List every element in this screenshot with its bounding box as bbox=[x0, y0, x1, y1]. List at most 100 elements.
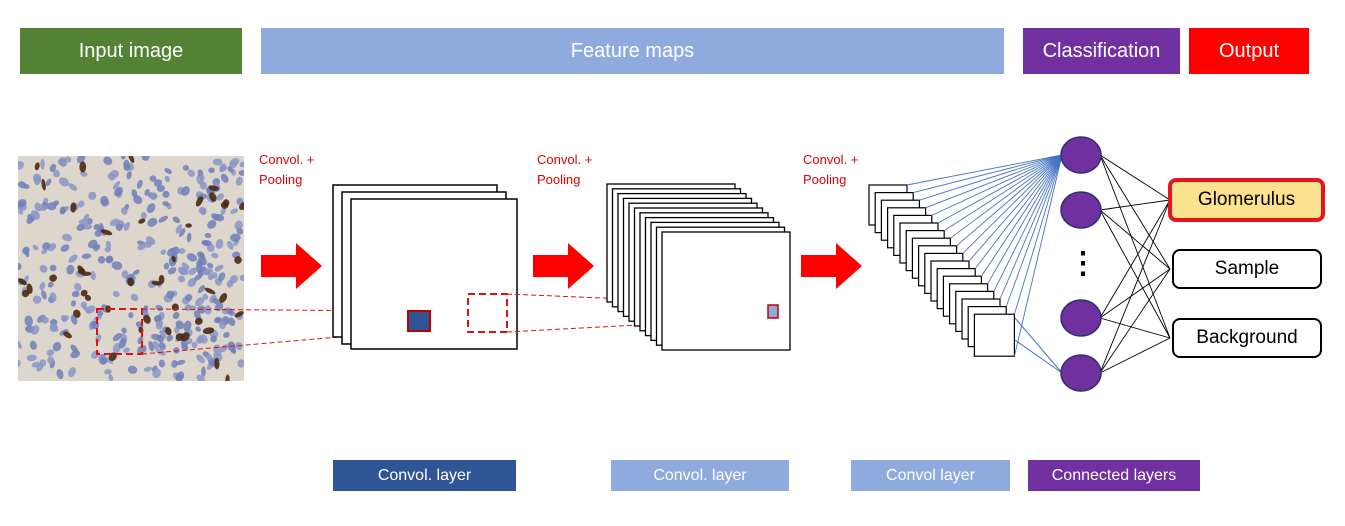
cell-nucleus bbox=[111, 261, 123, 270]
fc-connections bbox=[1099, 154, 1171, 374]
cell-nucleus bbox=[18, 262, 22, 271]
cell-nucleus bbox=[65, 156, 72, 163]
fan-line bbox=[937, 154, 1063, 224]
cell-nucleus bbox=[128, 312, 134, 319]
fan-connections bbox=[906, 154, 1063, 374]
cell-nucleus bbox=[227, 240, 234, 250]
stained-cell bbox=[194, 317, 203, 325]
cell-nucleus bbox=[141, 156, 150, 161]
stained-cell bbox=[195, 196, 204, 207]
cell-nucleus bbox=[206, 354, 213, 361]
stained-cell bbox=[34, 162, 40, 171]
cell-nucleus bbox=[238, 170, 244, 176]
cell-nucleus bbox=[166, 334, 173, 342]
fc-line bbox=[1099, 209, 1171, 270]
stained-cell bbox=[165, 327, 172, 336]
stained-cell bbox=[80, 289, 88, 297]
cell-nucleus bbox=[103, 369, 112, 375]
cell-nucleus bbox=[220, 206, 227, 216]
cell-nucleus bbox=[160, 249, 167, 256]
cell-nucleus bbox=[186, 232, 192, 243]
cell-nucleus bbox=[146, 203, 156, 213]
cell-nucleus bbox=[158, 215, 169, 223]
fc-line bbox=[1099, 199, 1171, 211]
cell-nucleus bbox=[124, 221, 131, 231]
cell-nucleus bbox=[88, 191, 97, 200]
feature-map-stack-3 bbox=[868, 184, 1016, 357]
cell-nucleus bbox=[199, 174, 205, 181]
cell-nucleus bbox=[147, 217, 158, 227]
cell-nucleus bbox=[30, 210, 40, 220]
projection-line bbox=[141, 330, 409, 355]
output-sample: Sample bbox=[1172, 249, 1322, 289]
cell-nucleus bbox=[46, 202, 57, 211]
stained-cell bbox=[70, 202, 77, 213]
cell-nucleus bbox=[92, 244, 100, 250]
stained-cell bbox=[79, 161, 87, 173]
cell-nucleus bbox=[216, 193, 224, 201]
cell-nucleus bbox=[196, 259, 203, 267]
cell-nucleus bbox=[130, 293, 139, 302]
stained-cell bbox=[21, 289, 30, 298]
cell-nucleus bbox=[175, 320, 185, 330]
cell-nucleus bbox=[196, 374, 205, 381]
cell-nucleus bbox=[32, 295, 42, 304]
cell-nucleus bbox=[230, 233, 241, 242]
cell-nucleus bbox=[211, 297, 220, 304]
cell-nucleus bbox=[133, 195, 143, 205]
cell-nucleus bbox=[197, 284, 206, 294]
cell-nucleus bbox=[24, 248, 30, 258]
fc-line bbox=[1099, 209, 1171, 339]
fan-line bbox=[931, 154, 1063, 216]
cell-nucleus bbox=[70, 350, 81, 359]
cell-nucleus bbox=[162, 190, 170, 198]
cell-nucleus bbox=[32, 244, 39, 251]
cell-nucleus bbox=[26, 354, 37, 362]
cell-nucleus bbox=[41, 290, 47, 300]
cell-nucleus bbox=[36, 363, 44, 372]
cell-nucleus bbox=[47, 281, 54, 288]
cell-nucleus bbox=[47, 356, 55, 365]
fan-line bbox=[956, 154, 1063, 247]
stained-cell bbox=[202, 327, 215, 335]
fc-line bbox=[1099, 337, 1171, 374]
stained-cell bbox=[26, 283, 33, 294]
cell-nucleus bbox=[167, 267, 177, 275]
cell-nucleus bbox=[126, 171, 132, 180]
fc-line bbox=[1099, 154, 1171, 270]
cell-nucleus bbox=[166, 290, 175, 299]
cell-nucleus bbox=[183, 320, 192, 332]
input-receptive-field bbox=[96, 308, 143, 355]
fc-line bbox=[1099, 199, 1171, 319]
stained-cell bbox=[73, 309, 81, 318]
stained-cell bbox=[175, 333, 184, 342]
cell-nucleus bbox=[77, 200, 85, 208]
stained-cell bbox=[18, 278, 27, 286]
cell-nucleus bbox=[172, 311, 180, 320]
cell-nucleus bbox=[18, 359, 21, 367]
stained-cell bbox=[225, 374, 230, 381]
cell-nucleus bbox=[26, 216, 34, 224]
cell-nucleus bbox=[236, 228, 244, 235]
cell-nucleus bbox=[234, 220, 243, 231]
cell-nucleus bbox=[112, 333, 122, 342]
cell-nucleus bbox=[239, 161, 244, 168]
cell-nucleus bbox=[151, 341, 160, 350]
cell-nucleus bbox=[227, 317, 236, 326]
cell-nucleus bbox=[108, 374, 114, 381]
cell-nucleus bbox=[96, 310, 104, 317]
cell-nucleus bbox=[207, 219, 217, 229]
conv-kernel-highlight-2 bbox=[767, 304, 779, 319]
fan-line bbox=[993, 154, 1063, 292]
stained-cell bbox=[143, 314, 151, 324]
fc-line bbox=[1099, 154, 1171, 339]
cell-nucleus bbox=[186, 253, 197, 262]
output-background: Background bbox=[1172, 318, 1322, 358]
cell-nucleus bbox=[151, 333, 162, 341]
cell-nucleus bbox=[188, 267, 197, 276]
cell-nucleus bbox=[181, 344, 189, 351]
cell-nucleus bbox=[56, 368, 64, 380]
header-output: Output bbox=[1189, 28, 1309, 74]
fan-line bbox=[925, 154, 1063, 209]
stained-cell bbox=[180, 332, 190, 342]
